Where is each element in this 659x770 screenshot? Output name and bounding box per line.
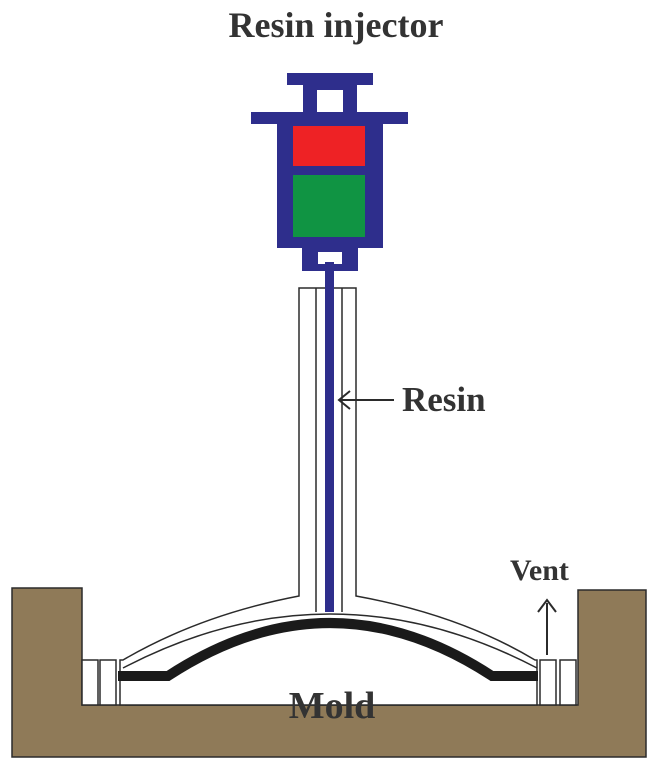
left-inner-block [99, 659, 117, 706]
syringe-icon [251, 73, 408, 271]
plunger-red-block [293, 126, 365, 166]
mold-label: Mold [289, 685, 376, 727]
plunger-rod [303, 84, 357, 118]
plunger-green-block [293, 175, 365, 237]
vent-label: Vent [510, 554, 569, 587]
mold-block [11, 587, 647, 758]
right-inner-block [539, 659, 557, 706]
diagram-title: Resin injector [229, 5, 444, 45]
left-seal-block [81, 659, 99, 706]
resin-label: Resin [402, 380, 486, 419]
cover-inner-line [122, 613, 538, 669]
resin-channel [325, 262, 334, 612]
syringe-nozzle [302, 246, 358, 271]
plunger-handle [287, 73, 373, 85]
arrow-up-icon [537, 598, 557, 655]
right-seal-block [559, 659, 577, 706]
arrow-left-icon [337, 390, 394, 410]
preform-layer [118, 618, 538, 681]
